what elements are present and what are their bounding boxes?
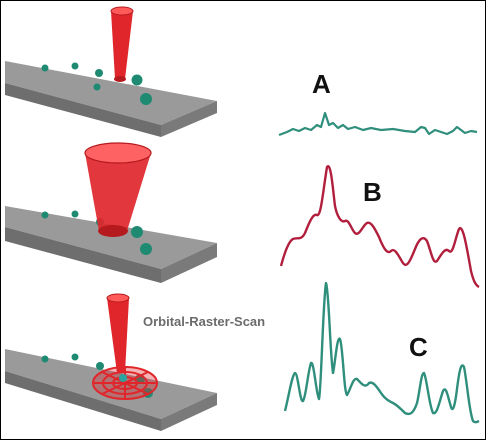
particle: [96, 362, 104, 370]
plate-c-front: [161, 393, 217, 431]
label-b: B: [363, 177, 382, 207]
particle: [131, 226, 143, 238]
particle: [71, 210, 79, 218]
orbital-raster-scan-caption: Orbital-Raster-Scan: [143, 314, 265, 329]
laser-beam-orbital-icon: [107, 298, 129, 373]
laser-beam-wide-icon: [85, 153, 151, 231]
beam-a-top: [110, 6, 134, 16]
panel-c-setup: [5, 293, 217, 431]
particle: [41, 211, 49, 219]
particle: [131, 74, 143, 86]
particle: [71, 353, 79, 361]
beam-c-top: [106, 293, 130, 303]
plate-c-left: [5, 371, 161, 431]
label-a: A: [312, 69, 331, 99]
panel-a-setup: [5, 6, 217, 137]
particle: [140, 93, 152, 105]
particle: [41, 64, 49, 72]
signal-trace-c: [283, 281, 480, 424]
particle: [71, 62, 79, 70]
particle: [41, 355, 49, 363]
plate-a-front: [161, 101, 217, 137]
plate-b-top: [5, 206, 217, 269]
particle: [93, 83, 101, 91]
particle: [140, 243, 152, 255]
beam-b-spot: [98, 225, 128, 237]
plate-b-left: [5, 227, 161, 283]
beam-a-spot: [114, 76, 126, 82]
plate-b-front: [161, 243, 217, 283]
beam-c-spot: [119, 374, 127, 382]
laser-beam-narrow-icon: [111, 11, 133, 79]
signal-trace-b: [279, 165, 480, 289]
signal-trace-a: [278, 111, 478, 137]
plate-a-top: [5, 61, 217, 125]
label-c: C: [409, 332, 428, 362]
plate-a-left: [5, 83, 161, 137]
particle: [95, 69, 103, 77]
beam-b-top: [84, 142, 152, 164]
panel-b-setup: [5, 142, 217, 283]
